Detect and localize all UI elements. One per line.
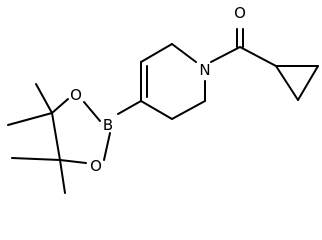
bond-oxygen-lower-boron [103,132,111,161]
bond-carbonyl-cyclopropyl [239,46,277,67]
boron-label: B [103,116,113,134]
oxygen-ring-upper-label: O [70,86,82,104]
bond-oxygen-upper-carbon [51,98,69,114]
oxygen-ring-lower-label: O [90,157,102,175]
bond-carbonyl-nitrogen [210,46,241,63]
bond-carbon-oxygen-lower [59,159,87,164]
bond-c4-boron [117,100,142,115]
bond-n-c2 [171,43,197,63]
bond-methyl-lower-down [59,159,66,194]
bond-c2-c3 [140,43,173,63]
bond-ring-carbon-carbon [51,112,61,161]
bond-boron-oxygen-upper [83,101,101,122]
bond-cyclopropyl-a [275,65,299,101]
bond-methyl-lower-left [11,157,61,161]
bond-c5-c6 [171,100,206,120]
bond-c4-c5 [140,100,173,120]
molecule-structure: O N B O O [7,4,319,194]
bond-cyclopropyl-b [297,65,319,101]
bond-methyl-upper-left [7,112,53,126]
bond-methyl-upper-up [35,83,53,114]
oxygen-carbonyl-label: O [234,4,246,22]
nitrogen-label: N [199,61,210,79]
